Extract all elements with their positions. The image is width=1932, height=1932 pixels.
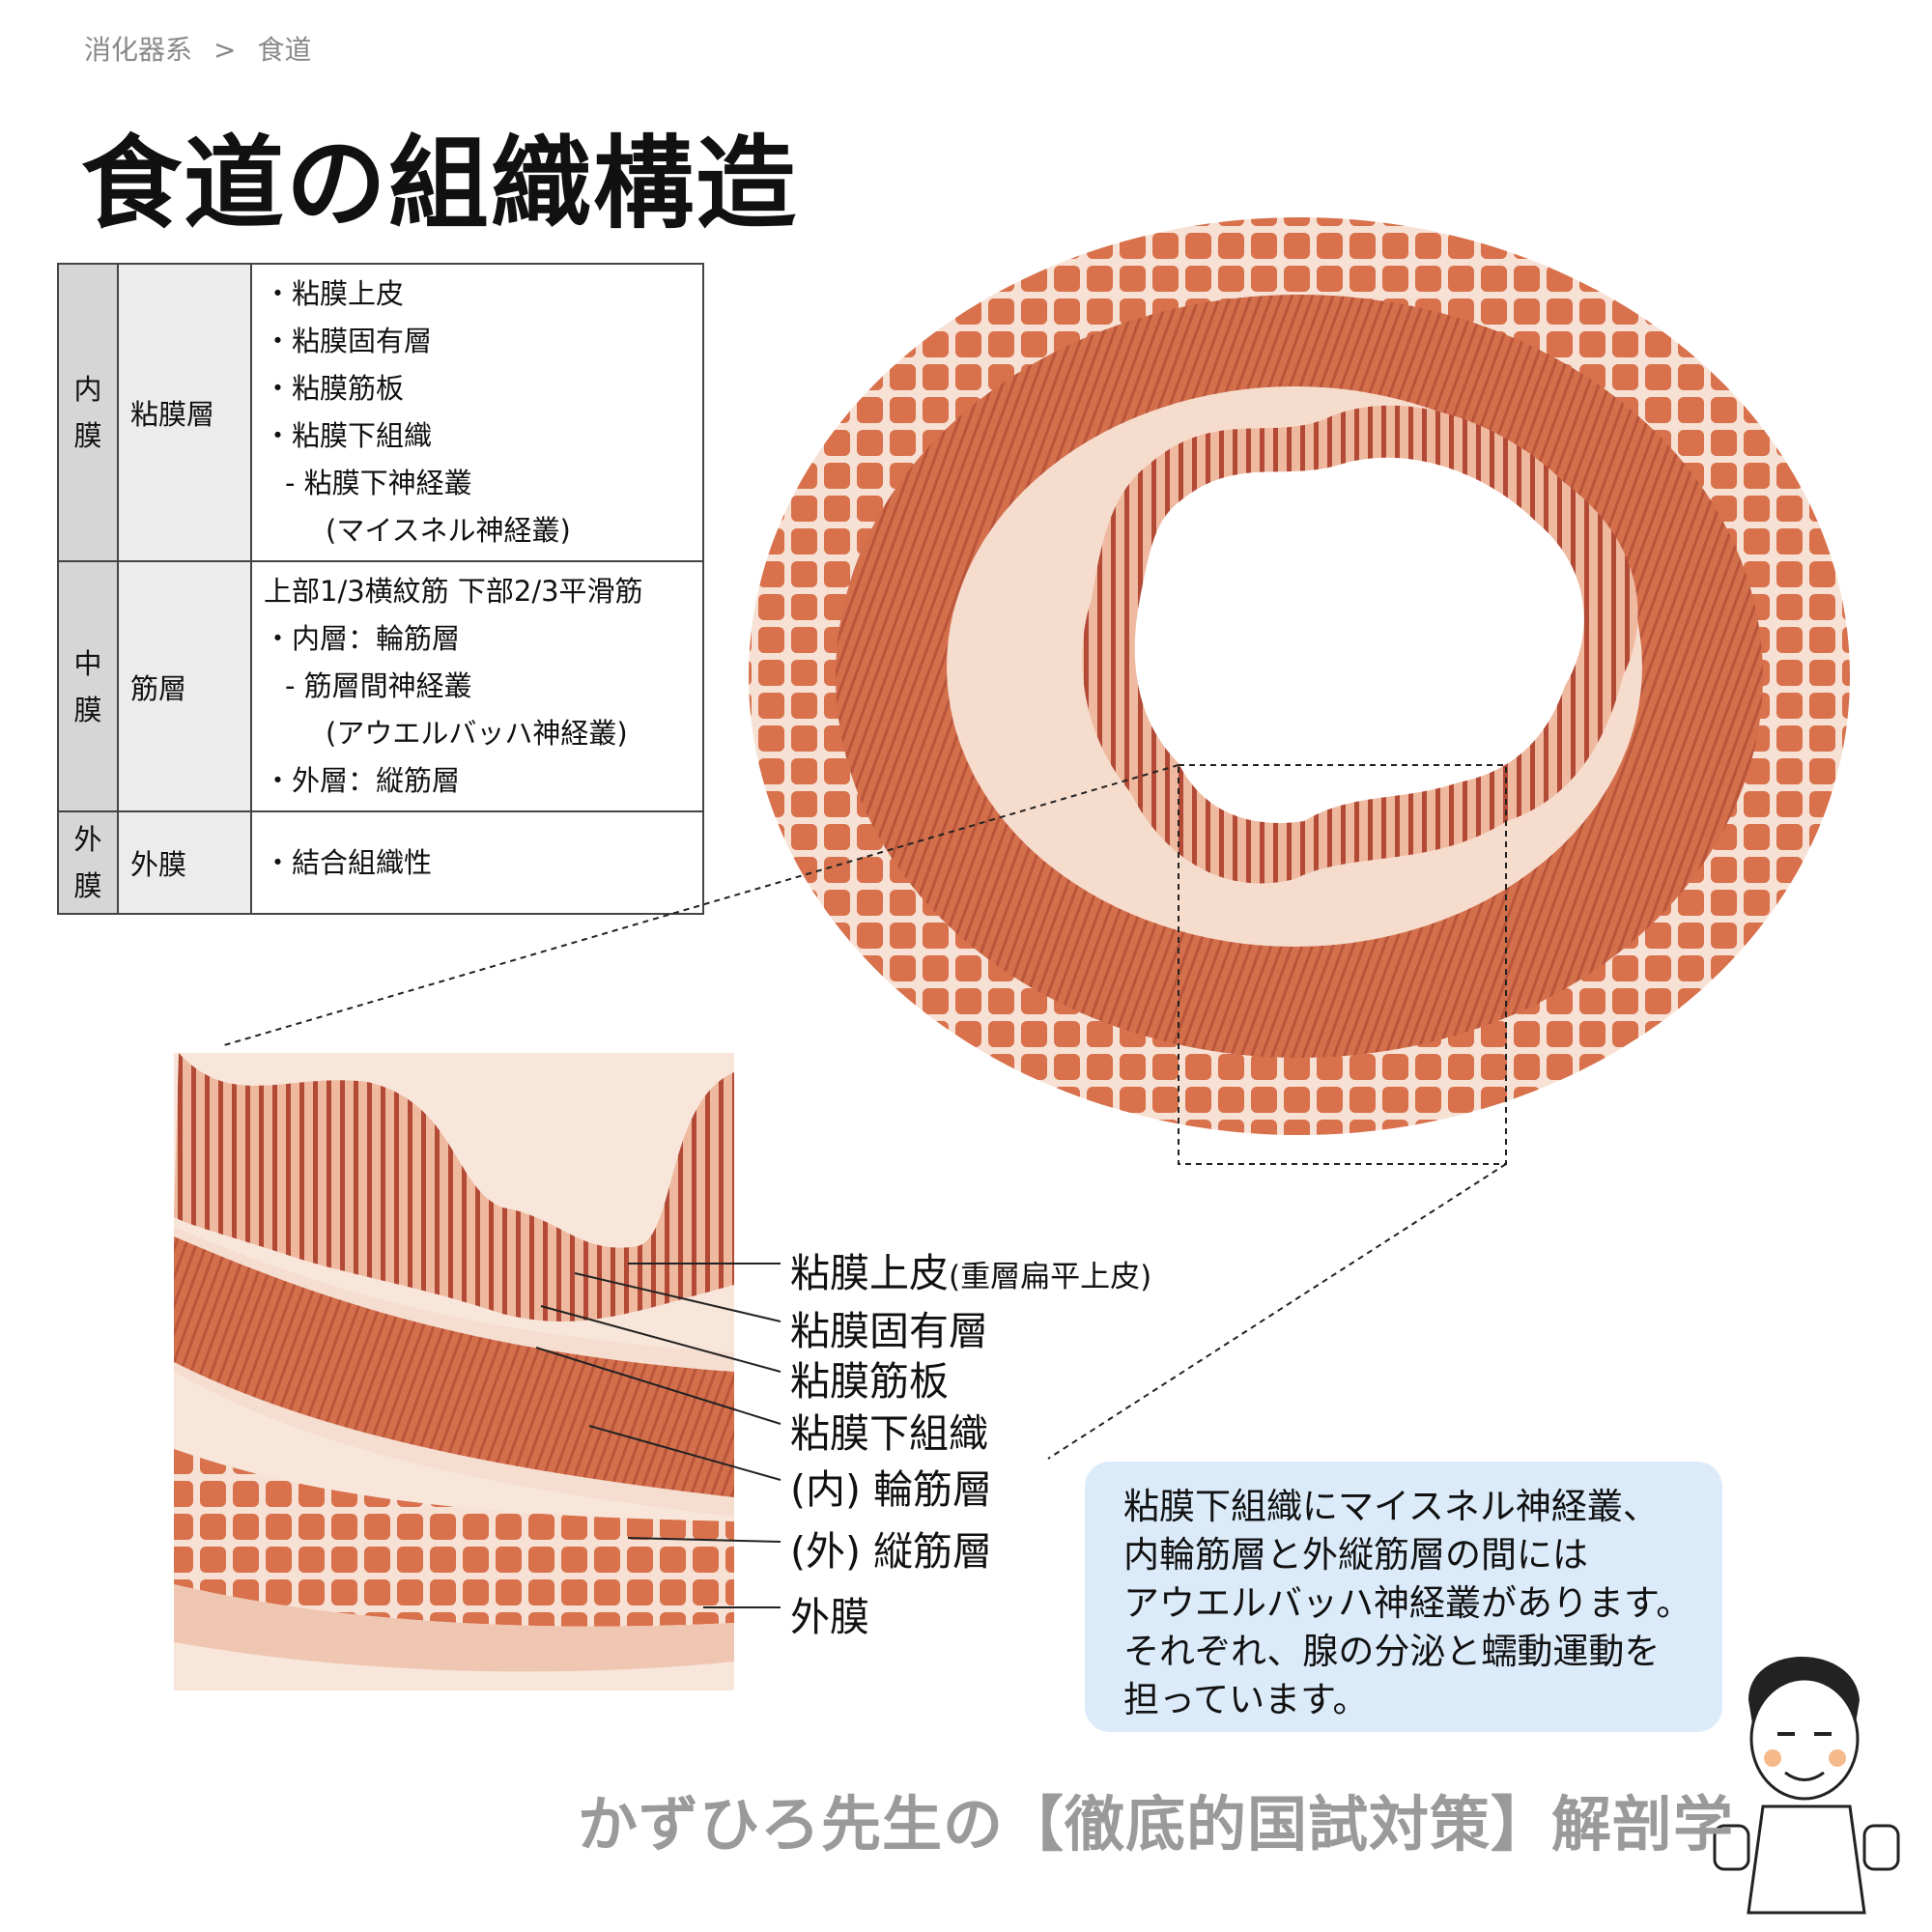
- items-cell: ・結合組織性: [250, 810, 704, 915]
- teacher-avatar-icon: [1713, 1657, 1900, 1915]
- table-row: 外膜 外膜 ・結合組織性: [57, 810, 704, 915]
- label-submucosa: 粘膜下組織: [790, 1410, 988, 1457]
- label-lamina-propria: 粘膜固有層: [790, 1308, 988, 1354]
- label-muscularis-mucosae: 粘膜筋板: [790, 1358, 949, 1405]
- name-cell: 外膜: [117, 810, 252, 915]
- page-title: 食道の組織構造: [81, 125, 799, 242]
- items-cell: ・粘膜上皮・粘膜固有層・粘膜筋板・粘膜下組織- 粘膜下神経叢(マイスネル神経叢): [250, 263, 704, 562]
- layer-cell: 内膜: [57, 263, 119, 562]
- zoom-adventitia: [174, 1584, 734, 1672]
- label-epithelium: 粘膜上皮(重層扁平上皮): [790, 1250, 1152, 1296]
- layer-cell: 中膜: [57, 560, 119, 812]
- table-row: 中膜 筋層 上部1/3横紋筋 下部2/3平滑筋・内層：輪筋層- 筋層間神経叢(ア…: [57, 560, 704, 812]
- zoomed-section: [174, 1053, 734, 1690]
- table-row: 内膜 粘膜層 ・粘膜上皮・粘膜固有層・粘膜筋板・粘膜下組織- 粘膜下神経叢(マイ…: [57, 263, 704, 562]
- breadcrumb-current: 食道: [257, 34, 312, 66]
- lumen: [1134, 457, 1584, 823]
- layer-table: 内膜 粘膜層 ・粘膜上皮・粘膜固有層・粘膜筋板・粘膜下組織- 粘膜下神経叢(マイ…: [57, 263, 704, 915]
- layer-cell: 外膜: [57, 810, 119, 915]
- zoom-mucosa: [174, 1053, 734, 1322]
- speech-bubble: 粘膜下組織にマイスネル神経叢、内輪筋層と外縦筋層の間にはアウエルバッハ神経叢があ…: [1085, 1462, 1722, 1732]
- name-cell: 粘膜層: [117, 263, 252, 562]
- cross-section: [223, 217, 1850, 1460]
- label-leaders: [535, 1263, 781, 1608]
- zoom-line: [1047, 1163, 1507, 1460]
- zoom-circular-muscle: [174, 1236, 734, 1497]
- breadcrumb: 消化器系 > 食道: [84, 29, 333, 68]
- items-cell: 上部1/3横紋筋 下部2/3平滑筋・内層：輪筋層- 筋層間神経叢(アウエルバッハ…: [250, 560, 704, 812]
- label-adventitia: 外膜: [790, 1594, 869, 1640]
- zoom-line: [223, 764, 1179, 1046]
- label-longitudinal-muscle: (外) 縦筋層: [790, 1528, 993, 1575]
- footer-brand: かずひろ先生の【徹底的国試対策】解剖学: [578, 1789, 1735, 1860]
- label-circular-muscle: (内) 輪筋層: [790, 1466, 993, 1513]
- breadcrumb-separator: >: [213, 34, 237, 66]
- breadcrumb-parent[interactable]: 消化器系: [84, 34, 193, 66]
- zoom-longitudinal-muscle: [174, 1449, 734, 1627]
- zoom-box: [1178, 764, 1507, 1165]
- name-cell: 筋層: [117, 560, 252, 812]
